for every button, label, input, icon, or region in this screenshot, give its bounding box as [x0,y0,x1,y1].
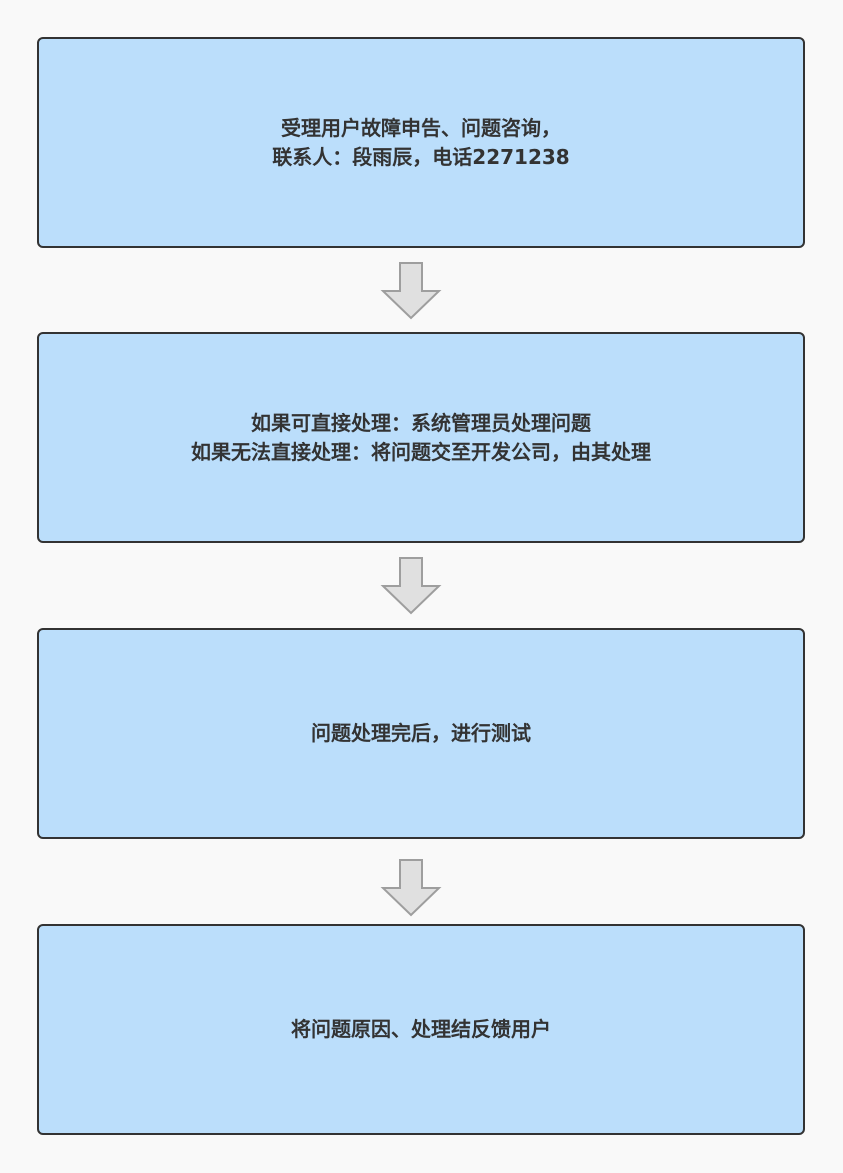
flow-step-1-line-1: 受理用户故障申告、问题咨询， [280,115,561,140]
flow-step-4-line-1: 将问题原因、处理结反馈用户 [291,1017,551,1041]
flow-step-2: 如果可直接处理：系统管理员处理问题 如果无法直接处理：将问题交至开发公司，由其处… [37,332,805,543]
flow-step-3: 问题处理完后，进行测试 [37,628,805,839]
flow-step-2-line-2: 如果无法直接处理：将问题交至开发公司，由其处理 [191,439,651,464]
flow-step-1-text: 受理用户故障申告、问题咨询， 联系人：段雨辰，电话2271238 [272,114,569,172]
flow-step-2-line-1: 如果可直接处理：系统管理员处理问题 [251,410,591,435]
down-arrow-icon [380,859,442,917]
down-arrow-icon [380,262,442,320]
flow-step-4: 将问题原因、处理结反馈用户 [37,924,805,1135]
flow-step-3-text: 问题处理完后，进行测试 [311,719,531,748]
flow-step-3-line-1: 问题处理完后，进行测试 [311,721,531,745]
down-arrow-icon [380,557,442,615]
flow-step-1: 受理用户故障申告、问题咨询， 联系人：段雨辰，电话2271238 [37,37,805,248]
flow-step-2-text: 如果可直接处理：系统管理员处理问题 如果无法直接处理：将问题交至开发公司，由其处… [191,409,651,467]
flow-step-4-text: 将问题原因、处理结反馈用户 [291,1015,551,1044]
flow-step-1-line-2: 联系人：段雨辰，电话2271238 [272,144,570,169]
